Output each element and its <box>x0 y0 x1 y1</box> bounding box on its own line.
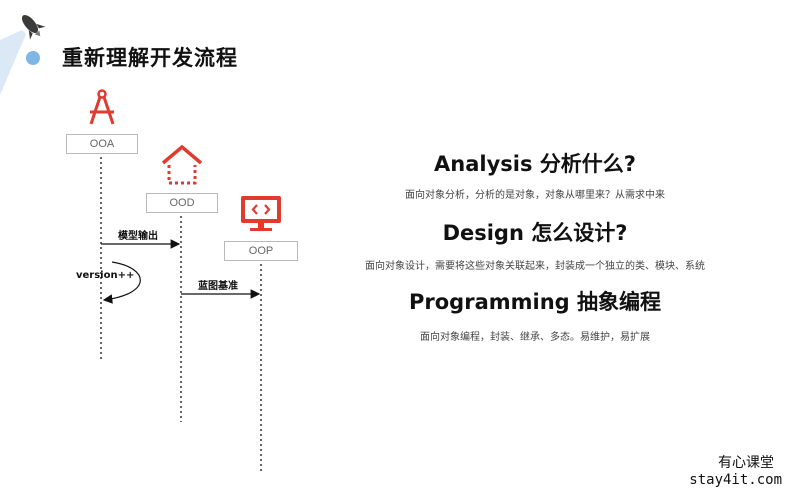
label-version: version++ <box>76 270 135 281</box>
heading-analysis: Analysis 分析什么? <box>434 152 636 176</box>
rocket-decoration <box>0 14 46 95</box>
label-model-output: 模型输出 <box>118 231 158 242</box>
rocket-icon <box>21 14 46 40</box>
heading-design: Design 怎么设计? <box>442 221 628 245</box>
heading-programming: Programming 抽象编程 <box>409 290 661 314</box>
compass-icon <box>89 89 115 125</box>
slide-title: 重新理解开发流程 <box>62 46 238 70</box>
desc-analysis: 面向对象分析，分析的是对象，对象从哪里来？从需求中来 <box>405 190 665 201</box>
phase-box-oop: OOP <box>224 241 298 261</box>
label-blueprint: 蓝图基准 <box>198 281 238 292</box>
brand-url: stay4it.com <box>689 472 782 488</box>
phase-box-ooa: OOA <box>66 134 138 154</box>
title-bullet <box>26 51 40 65</box>
code-monitor-icon <box>241 196 281 231</box>
brand-name: 有心课堂 <box>718 455 774 471</box>
rocket-beam <box>0 30 26 95</box>
desc-design: 面向对象设计，需要将这些对象关联起来，封装成一个独立的类、模块、系统 <box>365 261 705 272</box>
phase-box-ood: OOD <box>146 193 218 213</box>
desc-programming: 面向对象编程，封装、继承、多态。易维护，易扩展 <box>420 332 650 343</box>
house-icon <box>161 144 203 185</box>
arrow-version-loop <box>102 261 141 304</box>
